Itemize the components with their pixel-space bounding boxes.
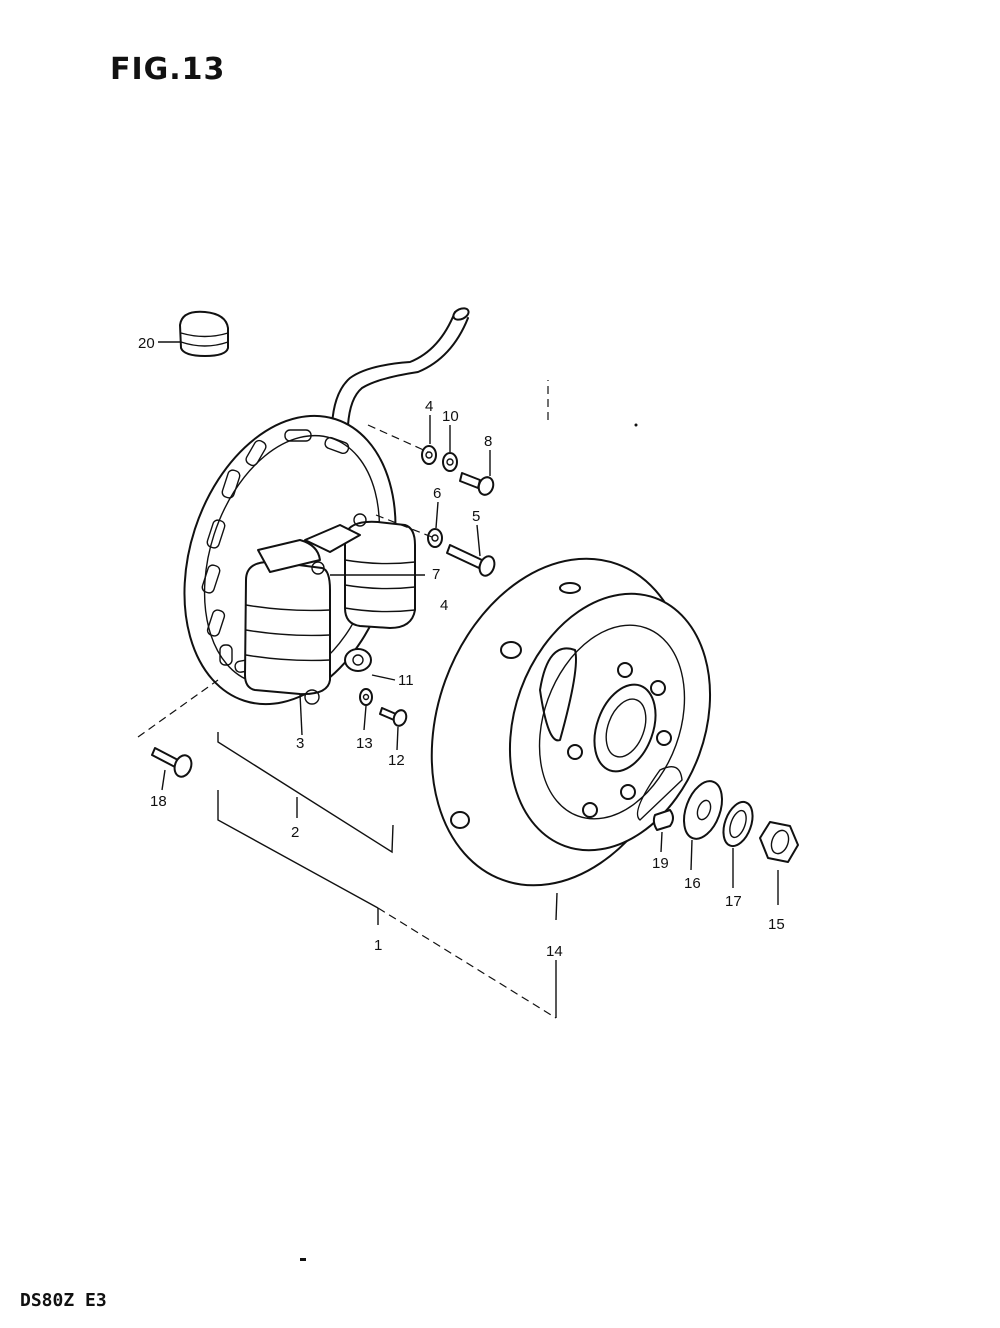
callout-11: 11 — [398, 672, 414, 689]
speck — [300, 1258, 306, 1261]
callout-14: 14 — [546, 943, 563, 960]
grommet-part-20 — [158, 310, 229, 357]
callout-4-upper: 4 — [425, 398, 433, 415]
contact-breaker-part-11 — [304, 513, 396, 705]
washer-part-16 — [683, 780, 723, 871]
washer-part-4-upper — [421, 415, 437, 465]
screw-part-18 — [151, 747, 193, 791]
screw-part-5 — [446, 524, 496, 577]
callout-5: 5 — [472, 508, 480, 525]
callout-16: 16 — [684, 875, 701, 892]
assembly-bracket-1 — [217, 790, 557, 1019]
lighting-coil-part-4 — [330, 520, 425, 629]
lead-wire — [331, 307, 470, 426]
callout-7: 7 — [432, 566, 440, 583]
guide-line-left — [137, 679, 219, 738]
callout-20: 20 — [138, 335, 155, 352]
flywheel-rotor-part-14 — [430, 557, 712, 921]
callout-8: 8 — [484, 433, 492, 450]
callout-6: 6 — [433, 485, 441, 502]
callout-4-lower: 4 — [440, 597, 448, 614]
figure-title: FIG.13 — [110, 52, 226, 87]
callout-10: 10 — [442, 408, 459, 425]
lock-washer-part-17 — [722, 800, 754, 888]
callout-19: 19 — [652, 855, 669, 872]
callout-2: 2 — [291, 824, 299, 841]
callout-3: 3 — [296, 735, 304, 752]
callout-17: 17 — [725, 893, 742, 910]
woodruff-key-part-19 — [652, 809, 674, 853]
callout-15: 15 — [768, 916, 785, 933]
washer-part-13 — [359, 688, 373, 731]
guide-line-upper — [367, 424, 429, 453]
callout-13: 13 — [356, 735, 373, 752]
speck — [634, 423, 638, 427]
model-code: DS80Z E3 — [20, 1290, 107, 1311]
guide-line-mid — [375, 514, 433, 538]
callout-18: 18 — [150, 793, 167, 810]
screw-part-8 — [459, 450, 495, 496]
nut-part-15 — [759, 821, 799, 905]
ignition-coil-part-3 — [244, 539, 331, 736]
assembly-bracket-2 — [217, 732, 394, 854]
callout-12: 12 — [388, 752, 405, 769]
washer-part-6 — [427, 501, 443, 548]
callout-1: 1 — [374, 937, 382, 954]
washer-part-10 — [442, 425, 458, 472]
screw-part-12 — [379, 707, 408, 751]
